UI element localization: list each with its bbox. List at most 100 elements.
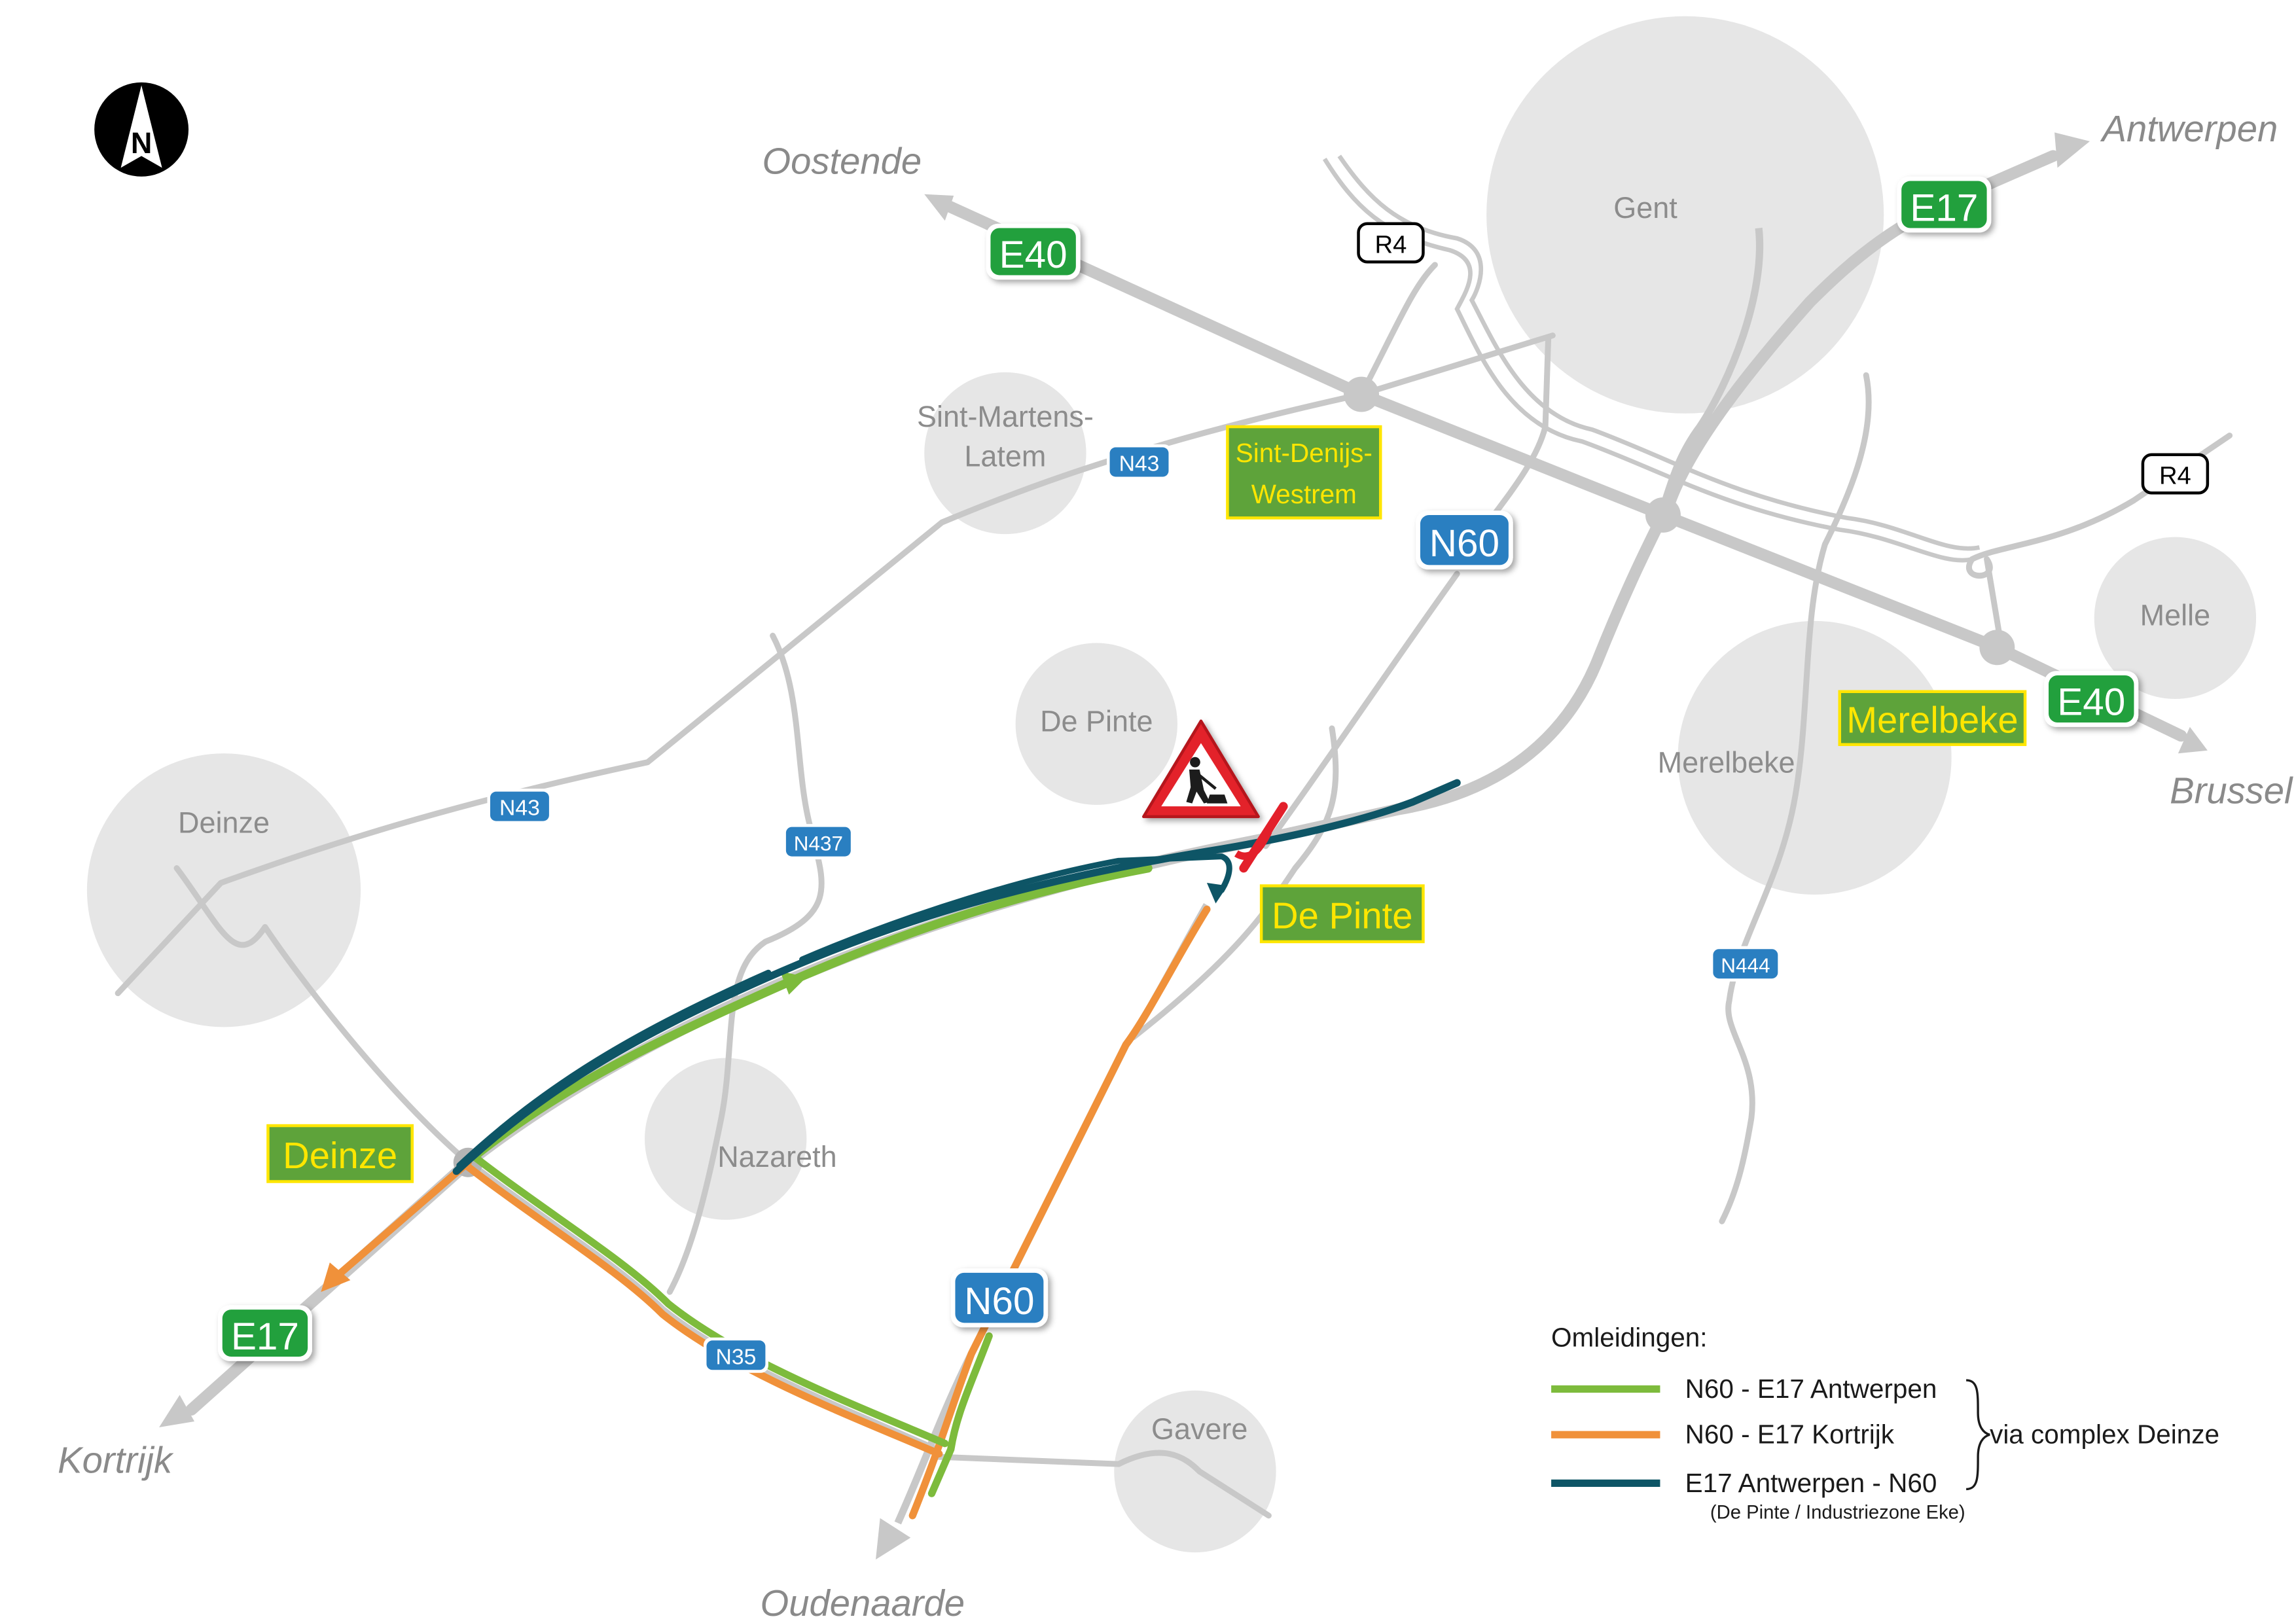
town-label-sint-martens-latem-2: Latem — [964, 440, 1046, 473]
town-area-nazareth — [645, 1058, 807, 1220]
route-orange-n35 — [464, 1163, 943, 1458]
shield-r4-west: R4 — [1357, 222, 1425, 264]
shield-n43-a: N43 — [1107, 444, 1172, 480]
legend: Omleidingen: N60 - E17 Antwerpen N60 - E… — [1551, 1322, 2219, 1523]
node-merelbeke — [1979, 630, 2015, 666]
legend-sub-note: (De Pinte / Industriezone Eke) — [1710, 1502, 1965, 1523]
shield-n60-north-label: N60 — [1429, 522, 1499, 565]
shield-n444: N444 — [1710, 946, 1781, 982]
town-area-melle — [2094, 537, 2257, 699]
town-label-de-pinte: De Pinte — [1040, 704, 1153, 738]
town-label-nazareth: Nazareth — [717, 1140, 836, 1173]
shield-n60-south: N60 — [950, 1268, 1049, 1328]
ring-shields: R4 R4 — [1357, 222, 2210, 495]
town-label-melle: Melle — [2140, 599, 2210, 632]
worker-glyph — [1186, 757, 1228, 804]
town-label-deinze: Deinze — [178, 806, 270, 840]
national-road-shields: N43 N43 N437 N35 N444 — [487, 444, 1781, 1373]
destination-brussel: Brussel — [2170, 770, 2293, 812]
legend-label-green: N60 - E17 Antwerpen — [1685, 1374, 1937, 1404]
shield-n437: N437 — [783, 824, 854, 860]
legend-label-teal: E17 Antwerpen - N60 — [1685, 1468, 1937, 1498]
legend-brace — [1965, 1379, 1990, 1491]
route-green-n35 — [470, 1152, 949, 1448]
shield-n437-label: N437 — [794, 832, 843, 855]
exit-de-pinte-label: De Pinte — [1272, 895, 1413, 936]
shield-e17-south: E17 — [218, 1305, 312, 1361]
route-teal-return — [456, 969, 772, 1169]
route-teal-arrow — [1206, 883, 1228, 904]
shield-r4-east: R4 — [2141, 453, 2210, 495]
exit-sint-denijs-line-2: Westrem — [1251, 479, 1357, 509]
shield-e17-south-label: E17 — [231, 1315, 299, 1358]
ring-road-r4 — [1322, 154, 1981, 563]
route-teal-e17 — [452, 779, 1461, 1175]
exit-deinze-label: Deinze — [283, 1135, 397, 1176]
shield-r4-west-label: R4 — [1375, 231, 1407, 259]
legend-bracket-note: via complex Deinze — [1990, 1419, 2219, 1450]
detour-routes — [321, 779, 1461, 1520]
legend-label-orange: N60 - E17 Kortrijk — [1685, 1419, 1895, 1450]
town-area-de-pinte — [1015, 643, 1177, 805]
exit-merelbeke-label: Merelbeke — [1846, 700, 2018, 741]
shield-e40-west-label: E40 — [999, 234, 1067, 276]
town-label-gent: Gent — [1613, 191, 1677, 224]
motorway-shields: E40 E17 E40 E17 — [218, 176, 2139, 1361]
warning-triangle-inner — [1161, 743, 1241, 807]
road-n60-gent-link — [1490, 335, 1552, 518]
route-teal-return-lower — [799, 853, 1232, 963]
closure-curve — [1234, 829, 1272, 860]
destination-kortrijk: Kortrijk — [58, 1440, 174, 1481]
oudenaarde-arrow — [875, 1518, 911, 1560]
town-area-sint-martens-latem — [924, 372, 1086, 535]
town-area-deinze — [86, 753, 361, 1027]
roadworks-warning-icon — [1142, 719, 1260, 819]
road-deinze-local — [173, 865, 471, 1166]
destination-oostende: Oostende — [762, 140, 922, 181]
town-label-merelbeke: Merelbeke — [1658, 745, 1795, 779]
roadworks-closure — [1234, 802, 1288, 873]
route-orange-e17 — [332, 1158, 472, 1281]
exit-sign-deinze: Deinze — [266, 1124, 414, 1183]
route-green-e17 — [469, 863, 1153, 1161]
town-label-sint-martens-latem-1: Sint-Martens- — [917, 400, 1094, 433]
node-gent-zuid — [1645, 497, 1681, 533]
town-area-merelbeke — [1677, 620, 1952, 895]
e17-arrow-south — [159, 1395, 195, 1427]
shield-r4-east-label: R4 — [2159, 462, 2191, 490]
exit-sign-de-pinte: De Pinte — [1259, 884, 1425, 944]
road-gavere — [931, 1450, 1272, 1519]
shield-n60-south-label: N60 — [964, 1280, 1034, 1323]
shield-e40-west: E40 — [986, 223, 1081, 280]
route-green-n60 — [927, 1332, 993, 1497]
north-label: N — [131, 126, 152, 160]
gent-spur — [1659, 227, 1764, 509]
road-n437 — [666, 632, 825, 1295]
e40-arrow-east — [2178, 726, 2208, 754]
road-n43 — [115, 332, 1556, 997]
shield-e40-east: E40 — [2044, 671, 2139, 727]
destination-oudenaarde: Oudenaarde — [761, 1582, 965, 1623]
shield-n43-b-label: N43 — [499, 796, 540, 821]
e17-arrow-north — [2054, 132, 2090, 168]
shield-n43-a-label: N43 — [1119, 451, 1160, 476]
exit-sign-sint-denijs-westrem: Sint-Denijs- Westrem — [1226, 425, 1382, 520]
e40-arrow-west — [924, 194, 954, 221]
town-labels: Gent Sint-Martens- Latem De Pinte Deinze… — [178, 191, 2210, 1446]
shield-n35: N35 — [703, 1337, 768, 1373]
route-orange-arrow — [321, 1262, 351, 1293]
destination-antwerpen: Antwerpen — [2100, 108, 2278, 149]
exit-sint-denijs-line-1: Sint-Denijs- — [1236, 438, 1372, 468]
road-n444 — [1719, 372, 1872, 1224]
n60-shields: N60 N60 — [950, 510, 1513, 1328]
interchange-nodes — [453, 376, 2015, 1177]
shield-e17-north: E17 — [1897, 176, 1992, 233]
road-n60 — [1263, 571, 1460, 849]
legend-item-green: N60 - E17 Antwerpen — [1551, 1374, 1937, 1404]
shield-e17-north-label: E17 — [1910, 187, 1978, 229]
legend-title: Omleidingen: — [1551, 1322, 1707, 1352]
road-n60-south-link — [1130, 725, 1339, 1041]
route-orange-n60 — [908, 905, 1211, 1520]
shield-e40-east-label: E40 — [2057, 681, 2125, 724]
